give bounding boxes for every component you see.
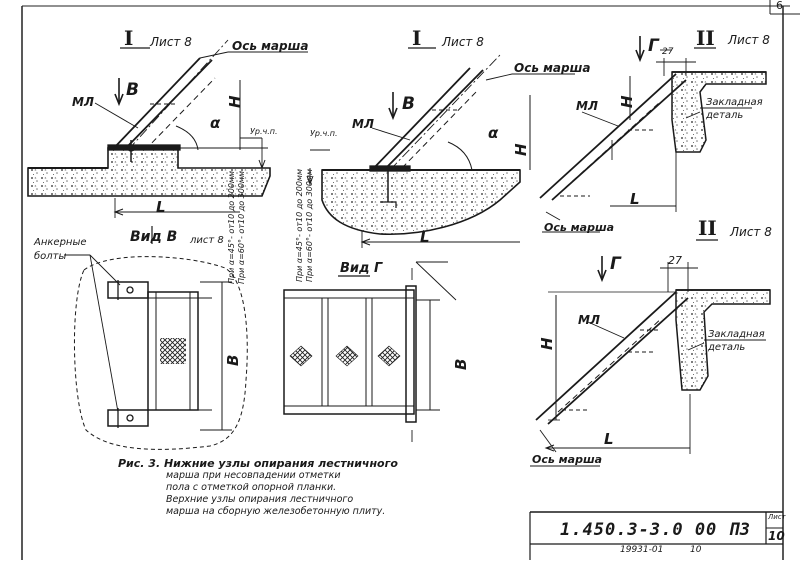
caption-line-4: Верхние узлы опирания лестничного [166, 494, 354, 505]
view3-length: L [630, 190, 640, 208]
caption-line-1: Рис. 3. Нижние узлы опирания лестничного [118, 457, 398, 470]
figure-caption: Рис. 3. Нижние узлы опирания лестничного… [118, 458, 398, 518]
view3-h: Н [618, 95, 636, 108]
format-number: 10 [690, 545, 702, 555]
title-block [529, 511, 783, 560]
node-view-3 [539, 36, 767, 233]
view4-axis: Ось марша [532, 453, 603, 466]
node-view-g [283, 261, 457, 442]
view3-axis: Ось марша [544, 221, 615, 234]
view1-ml: МЛ [72, 95, 94, 109]
caption-line-3: пола с отметкой опорной планки. [166, 482, 337, 493]
sheet-number: 10 [768, 529, 785, 543]
view2-sheet: Лист 8 [442, 35, 484, 49]
node-view-2 [306, 47, 575, 248]
node-view-1 [27, 39, 308, 218]
view-g-note-2: При α=60°- от10 до 300мм [305, 168, 314, 282]
view4-h: Н [538, 337, 556, 350]
view2-level: Ур.ч.п. [310, 129, 338, 138]
node-view-b [64, 226, 248, 450]
view-b-title: Вид В [130, 229, 178, 245]
view1-level: Ур.ч.п. [250, 127, 278, 136]
view2-h: Н [512, 143, 530, 156]
view4-embed: Закладная деталь [708, 329, 765, 353]
view2-roman: I [412, 26, 422, 50]
view-g-note-1: При α=45°- от10 до 200мм [295, 168, 304, 282]
view-b-sheet: лист 8 [190, 235, 224, 246]
view1-axis: Ось марша [232, 39, 309, 53]
sheet-frame [21, 0, 800, 560]
view-g-dim: В [452, 358, 470, 370]
caption-line-5: марша на сборную железобетонную плиту. [166, 506, 386, 517]
view4-dim: 27 [668, 254, 682, 267]
view2-arrow-letter: В [402, 94, 415, 114]
corner-mark: 6 [776, 0, 783, 12]
view3-sheet: Лист 8 [728, 33, 770, 47]
view-g-title: Вид Г [340, 261, 383, 276]
view1-length: L [156, 198, 166, 216]
caption-line-2: марша при несовпадении отметки [166, 470, 341, 481]
view3-arrow-letter: Г [648, 36, 659, 56]
view-b-note-1: При α=45°- от10 до 200мм [227, 170, 236, 284]
view2-length: L [420, 228, 430, 246]
view-b-note-2: При α=60°- от10 до 300мм [237, 170, 246, 284]
view4-roman: II [698, 216, 717, 240]
view2-ml: МЛ [352, 117, 374, 131]
view2-angle: α [488, 124, 499, 142]
drawing-code: 1.450.3-3.0 00 ПЗ [560, 520, 751, 540]
inventory-number: 19931-01 [620, 545, 664, 555]
view2-axis: Ось марша [514, 61, 591, 75]
view4-length: L [604, 430, 614, 448]
view1-h: Н [226, 95, 244, 108]
view4-arrow-letter: Г [610, 254, 621, 274]
view1-sheet: Лист 8 [150, 35, 192, 49]
view3-embed: Закладная деталь [706, 97, 763, 121]
node-view-4 [530, 239, 771, 467]
view4-sheet: Лист 8 [730, 225, 772, 239]
view-b-dim: В [224, 354, 242, 366]
view1-angle: α [210, 114, 221, 132]
view-b-anchor-2: болты [34, 251, 67, 262]
view1-arrow-letter: В [126, 80, 139, 100]
view4-ml: МЛ [578, 313, 600, 327]
view-b-anchor-1: Анкерные [34, 237, 87, 248]
sheet-label: Лист [768, 513, 786, 521]
view3-roman: II [696, 26, 715, 50]
view3-ml: МЛ [576, 99, 598, 113]
view3-dim: 27 [662, 47, 674, 57]
view1-roman: I [124, 26, 134, 50]
